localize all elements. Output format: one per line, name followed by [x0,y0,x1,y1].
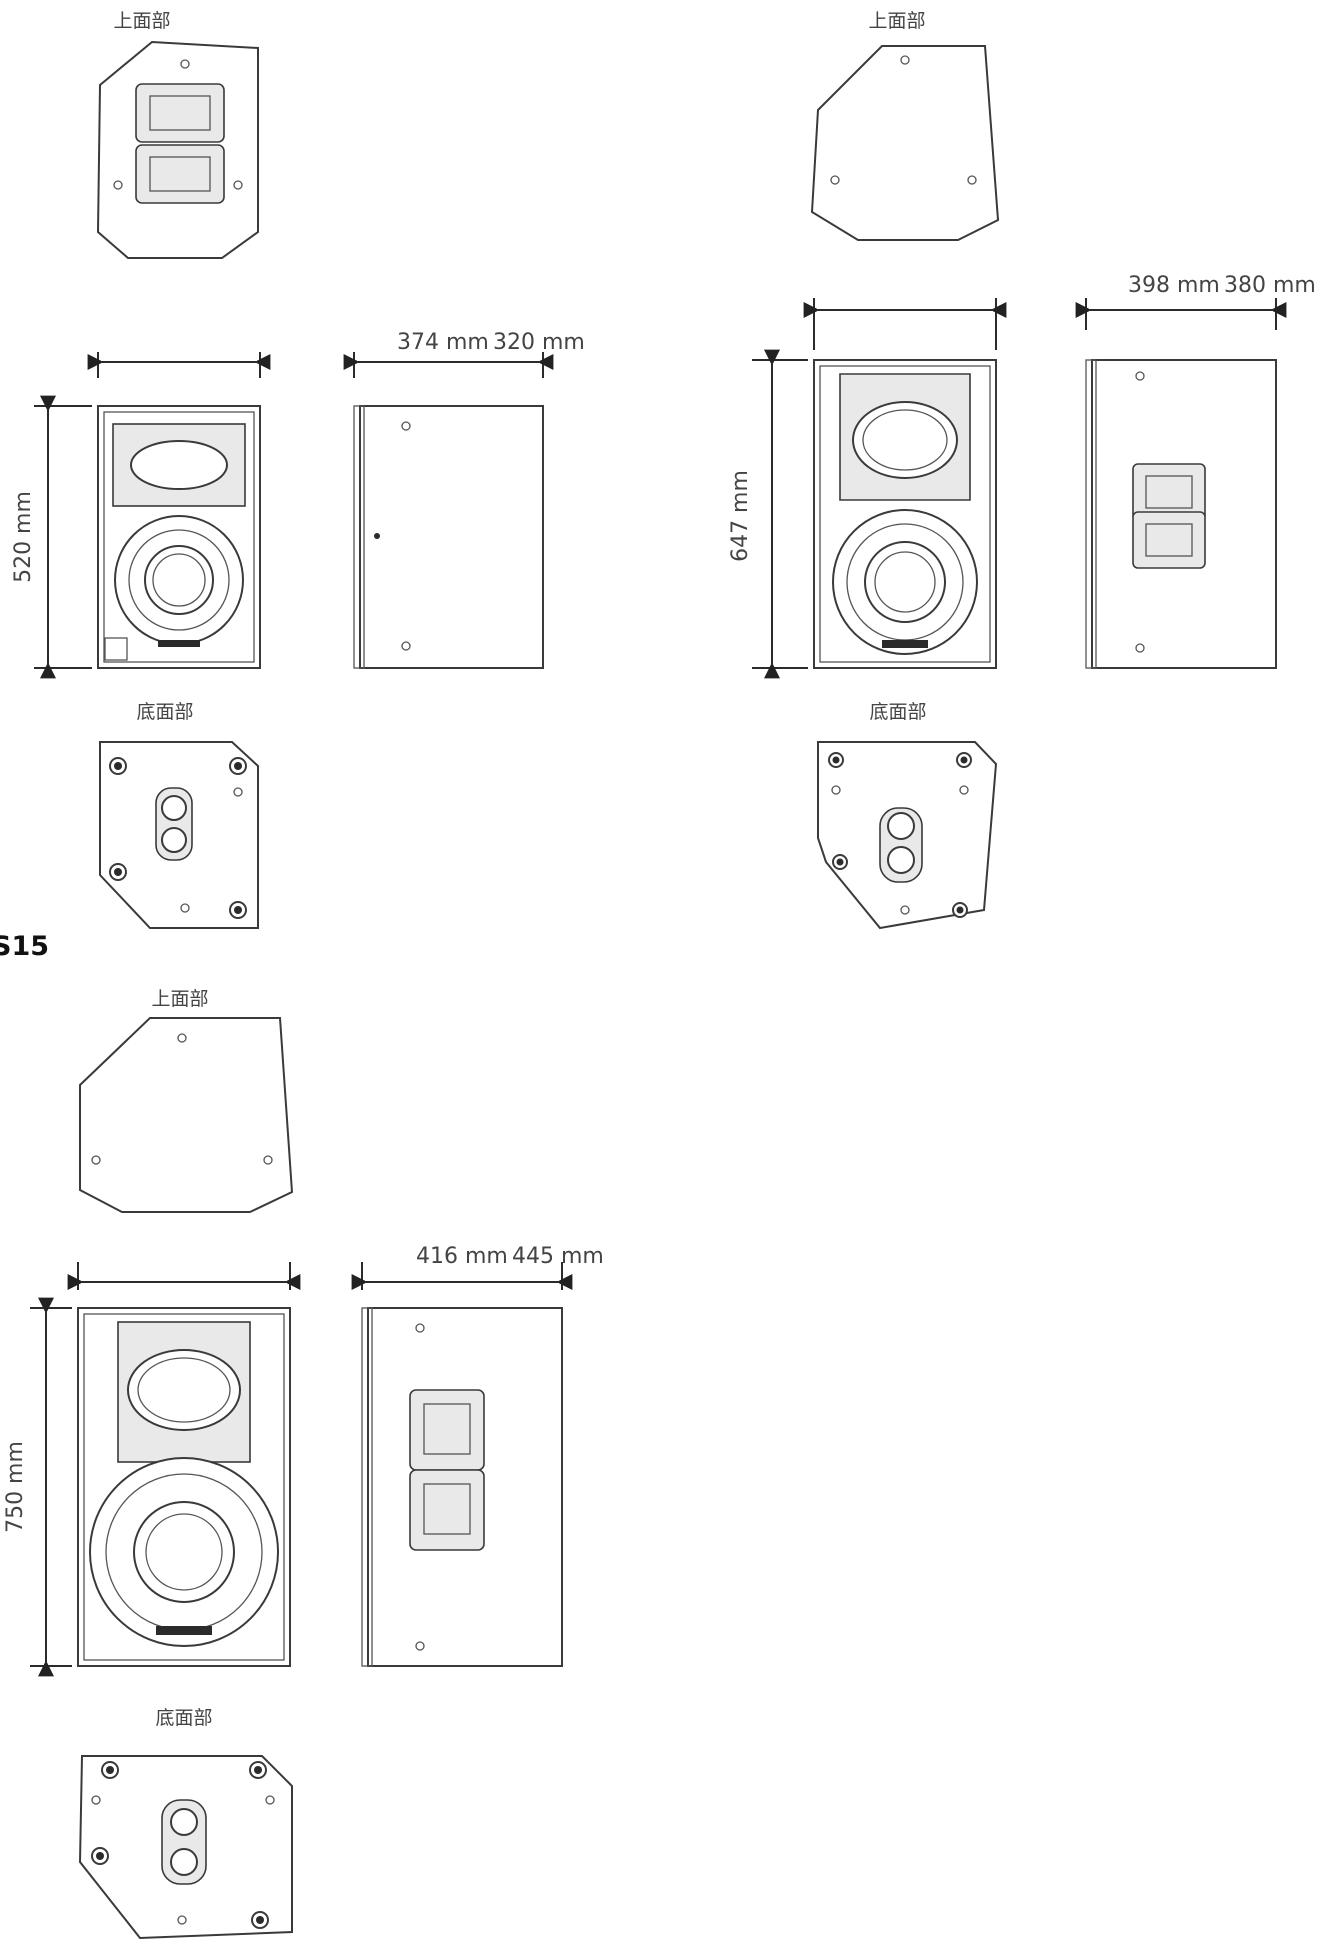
speaker-3-top-view [79,1017,294,1213]
speaker-2-group: 上面部 647 mm [728,10,1316,930]
speaker-1-height-dimension: 520 mm [11,395,92,679]
speaker-3-group: 上面部 750 mm [3,988,604,1940]
speaker-1-side-view [353,405,544,669]
speaker-1-top-view [96,40,259,259]
speaker-3-width-label: 416 mm [416,1244,508,1269]
speaker-3-bottom-view [78,1755,293,1940]
speaker-2-width-label: 398 mm [1128,273,1220,298]
speaker-1-depth-label: 320 mm [493,330,585,355]
speaker-3-depth-dimension: 416 mm 445 mm [351,1244,604,1290]
speaker-3-bottom-view-label: 底面部 [155,1707,212,1729]
speaker-1-front-view [97,405,261,669]
speaker-2-front-view [813,359,997,669]
speaker-1-bottom-view [99,741,259,929]
speaker-1-group: 上面部 [11,10,585,929]
speaker-2-bottom-view-label: 底面部 [869,701,926,723]
speaker-1-bottom-view-label: 底面部 [136,701,193,723]
speaker-1-width-label: 374 mm [397,330,489,355]
speaker-2-side-view [1085,359,1277,669]
speaker-2-bottom-view [817,741,998,930]
speaker-3-front-view [77,1307,291,1667]
speaker-3-side-view [361,1307,563,1667]
speaker-1-width-dimension [87,352,271,378]
speaker-2-height-label: 647 mm [728,470,753,562]
speaker-3-top-view-label: 上面部 [151,988,208,1010]
speaker-3-depth-label: 445 mm [512,1244,604,1269]
speaker-1-top-view-label: 上面部 [113,10,170,32]
speaker-3-width-dimension [67,1262,301,1290]
speaker-2-depth-dimension: 398 mm 380 mm [1075,273,1316,330]
speaker-1-height-label: 520 mm [11,491,36,583]
speaker-2-depth-label: 380 mm [1224,273,1316,298]
speaker-2-top-view [810,45,1000,241]
speaker-3-height-label: 750 mm [3,1441,28,1533]
speaker-1-depth-dimension: 374 mm 320 mm [343,330,585,378]
speaker-2-top-view-label: 上面部 [868,10,925,32]
model-name-partial: S15 [0,931,49,962]
speaker-2-width-dimension [803,298,1007,350]
speaker-2-height-dimension: 647 mm [728,349,808,679]
speaker-3-height-dimension: 750 mm [3,1297,72,1677]
